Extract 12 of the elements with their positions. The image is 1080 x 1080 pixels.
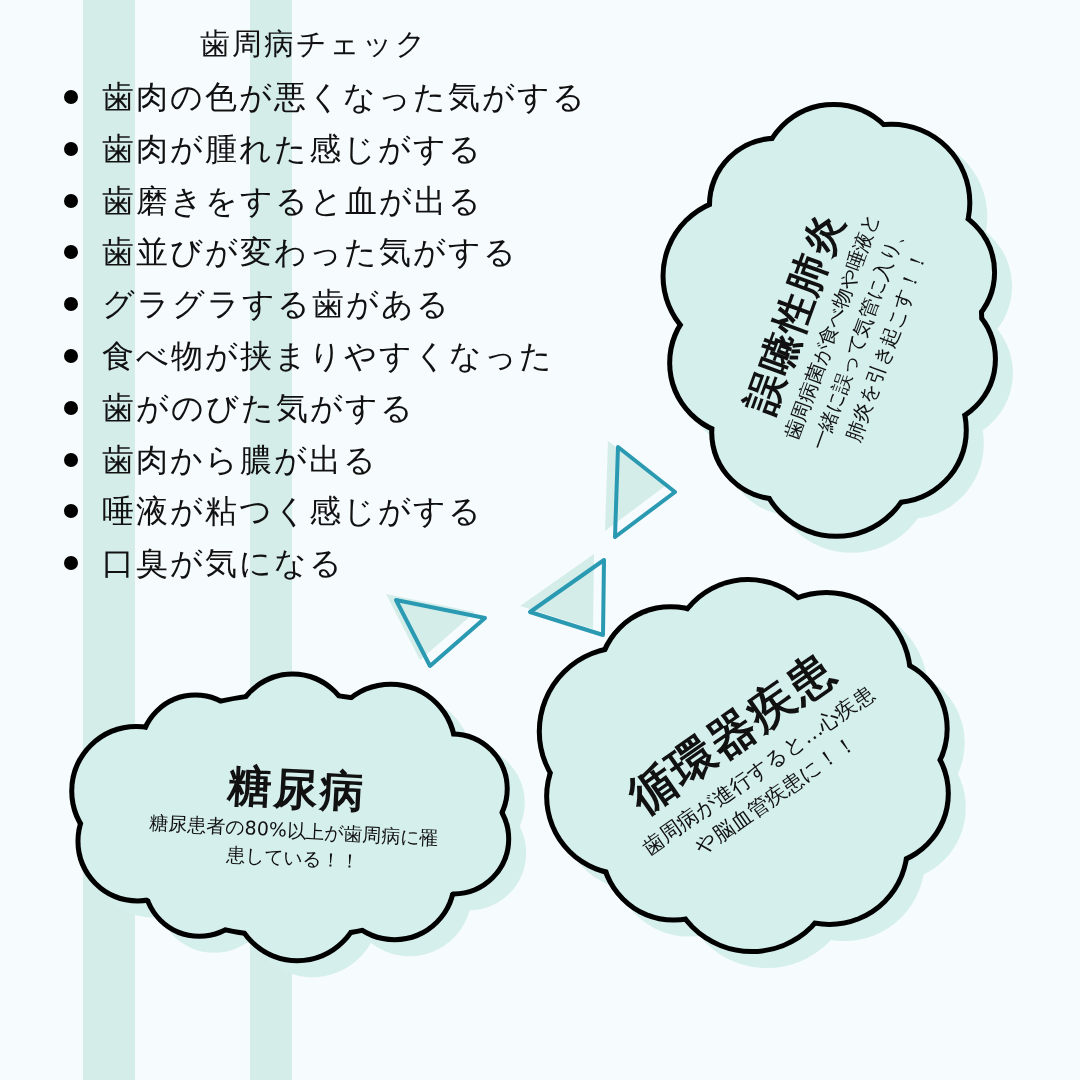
checklist-item: 歯肉の色が悪くなった気がする xyxy=(102,77,587,118)
checklist-item: 歯肉が腫れた感じがする xyxy=(102,128,483,170)
checklist-item: 歯並びが変わった気がする xyxy=(102,232,518,274)
cloud-title: 糖尿病 xyxy=(226,758,368,818)
checklist-item: 歯がのびた気がする xyxy=(102,387,415,429)
checklist-item: 歯肉から膿が出る xyxy=(102,439,378,481)
checklist-item: 歯磨きをすると血が出る xyxy=(102,180,483,222)
checklist-item: 食べ物が挟まりやすくなった xyxy=(102,336,554,377)
checklist-item: 口臭が気になる xyxy=(102,543,344,585)
list-heading: 歯周病チェック xyxy=(200,25,428,63)
checklist-item: 唾液が粘つく感じがする xyxy=(102,491,483,533)
checklist-item: グラグラする歯がある xyxy=(102,284,451,326)
